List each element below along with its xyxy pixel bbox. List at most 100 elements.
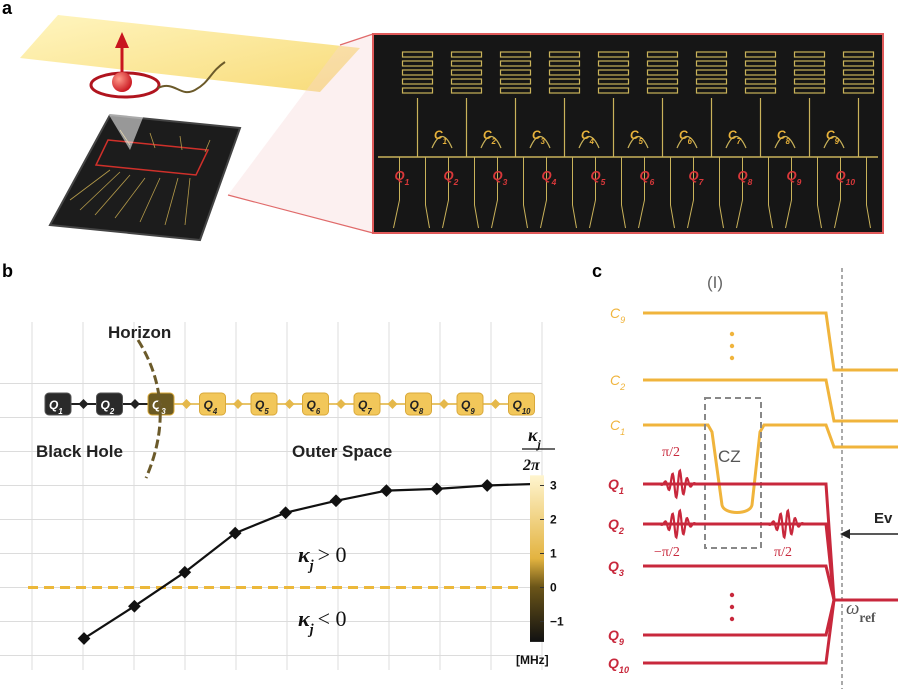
coupler-loop — [529, 135, 551, 149]
data-point — [430, 482, 444, 496]
resonator-meander — [646, 51, 679, 58]
coupler-label: C4 — [581, 128, 595, 146]
zoom-line-bottom — [227, 194, 374, 234]
ellipsis-dot — [729, 355, 735, 361]
colorbar-tick-label: 1 — [550, 547, 557, 561]
resonator-meander — [401, 69, 434, 76]
chain-qubit-box — [44, 392, 72, 416]
resonator-meander — [499, 87, 532, 94]
resonator-meander — [450, 69, 483, 76]
qubit-line-label: Q9 — [608, 627, 625, 647]
ellipsis-dot — [729, 343, 735, 349]
data-point — [77, 632, 91, 645]
qubit-line-q10 — [643, 599, 836, 665]
coupler-line-c2 — [643, 378, 898, 423]
step-label: (I) — [707, 273, 723, 292]
resonator-meander — [695, 51, 728, 58]
qubit-label: Q10 — [836, 168, 856, 187]
panel-label-b: b — [2, 261, 13, 281]
qubit-label: Q2 — [444, 168, 459, 187]
resonator-meander — [744, 60, 777, 67]
resonator-meander — [548, 60, 581, 67]
chip-body — [48, 113, 242, 242]
coupler-label: C7 — [728, 128, 742, 146]
chain-coupler-diamond — [284, 399, 295, 409]
chain-qubit-label: Q8 — [410, 398, 424, 416]
chain-coupler-diamond — [233, 399, 243, 409]
chain-qubit-label: Q2 — [101, 398, 115, 416]
resonator-meander — [548, 78, 581, 85]
chain-qubit-label: Q3 — [152, 398, 166, 416]
ellipsis-dot — [729, 592, 735, 598]
data-point — [128, 599, 141, 613]
qubit-label: Q3 — [493, 168, 508, 187]
omega-ref-label: ωref — [846, 598, 876, 625]
control-line — [393, 157, 400, 229]
horizon-label: Horizon — [108, 323, 171, 342]
pulse-q2-left — [655, 508, 700, 540]
pulse-label-top: π/2 — [662, 445, 680, 460]
chain-coupler-diamond — [387, 399, 398, 409]
colorbar-tick-label: 2 — [550, 513, 557, 527]
chain-qubit-label: Q7 — [358, 398, 372, 416]
resonator-meander — [450, 51, 483, 58]
control-line — [425, 157, 430, 229]
cz-box — [704, 397, 762, 549]
resonator-meander — [646, 60, 679, 67]
resonator-meander — [842, 60, 875, 67]
colorbar-tick-label: −1 — [550, 615, 564, 629]
chain-coupler-diamond — [130, 399, 140, 409]
ellipsis-dot — [729, 604, 735, 610]
control-line — [785, 157, 792, 229]
yellow-sheet — [20, 15, 360, 92]
control-line — [719, 157, 724, 229]
control-line — [589, 157, 596, 229]
resonator-meander — [744, 87, 777, 94]
colorbar — [530, 475, 544, 642]
chain-qubit-label: Q1 — [49, 398, 63, 416]
data-point — [480, 479, 494, 492]
resonator-meander — [499, 51, 532, 58]
chain-coupler-diamond — [490, 399, 501, 409]
ev-label: Ev — [874, 510, 893, 527]
horizon-arc — [136, 339, 162, 479]
chain-qubit-box — [508, 392, 535, 416]
chain-coupler-diamond — [78, 399, 89, 409]
chain-qubit-box — [250, 392, 278, 416]
resonator-meander — [842, 69, 875, 76]
black-hole-label: Black Hole — [36, 442, 123, 461]
chain-qubit-box — [353, 392, 381, 416]
resonator-meander — [401, 60, 434, 67]
resonator-meander — [695, 87, 728, 94]
chain-qubit-label: Q9 — [461, 398, 475, 416]
control-line — [687, 157, 694, 229]
resonator-meander — [793, 78, 826, 85]
resonator-meander — [548, 51, 581, 58]
chip-traces — [69, 129, 211, 226]
qubit-line-q3 — [643, 564, 836, 601]
resonator-meander — [450, 60, 483, 67]
qubit-line-q9 — [643, 599, 836, 637]
chain-qubit-label: Q4 — [204, 398, 218, 416]
ellipsis-dot — [729, 616, 735, 622]
qubit-label: Q7 — [689, 168, 705, 187]
coupler-loop — [627, 135, 649, 149]
resonator-meander — [597, 87, 630, 94]
coupler-label: C9 — [826, 128, 840, 146]
kappa-negative-label: κj< 0 — [298, 606, 347, 638]
resonator-meander — [401, 51, 434, 58]
ellipsis-dot — [729, 331, 735, 337]
resonator-meander — [597, 69, 630, 76]
control-line — [474, 157, 479, 229]
pulse-q2-right — [763, 508, 808, 540]
coupler-line-label: C1 — [610, 417, 625, 437]
chain-qubit-label: Q10 — [513, 398, 532, 416]
outer-space-label: Outer Space — [292, 442, 392, 461]
resonator-meander — [450, 78, 483, 85]
chain-qubit-box — [302, 392, 329, 416]
resonator-meander — [842, 78, 875, 85]
qubit-label: Q1 — [395, 168, 410, 187]
resonator-meander — [842, 51, 875, 58]
qubit-line-q1 — [643, 482, 898, 602]
